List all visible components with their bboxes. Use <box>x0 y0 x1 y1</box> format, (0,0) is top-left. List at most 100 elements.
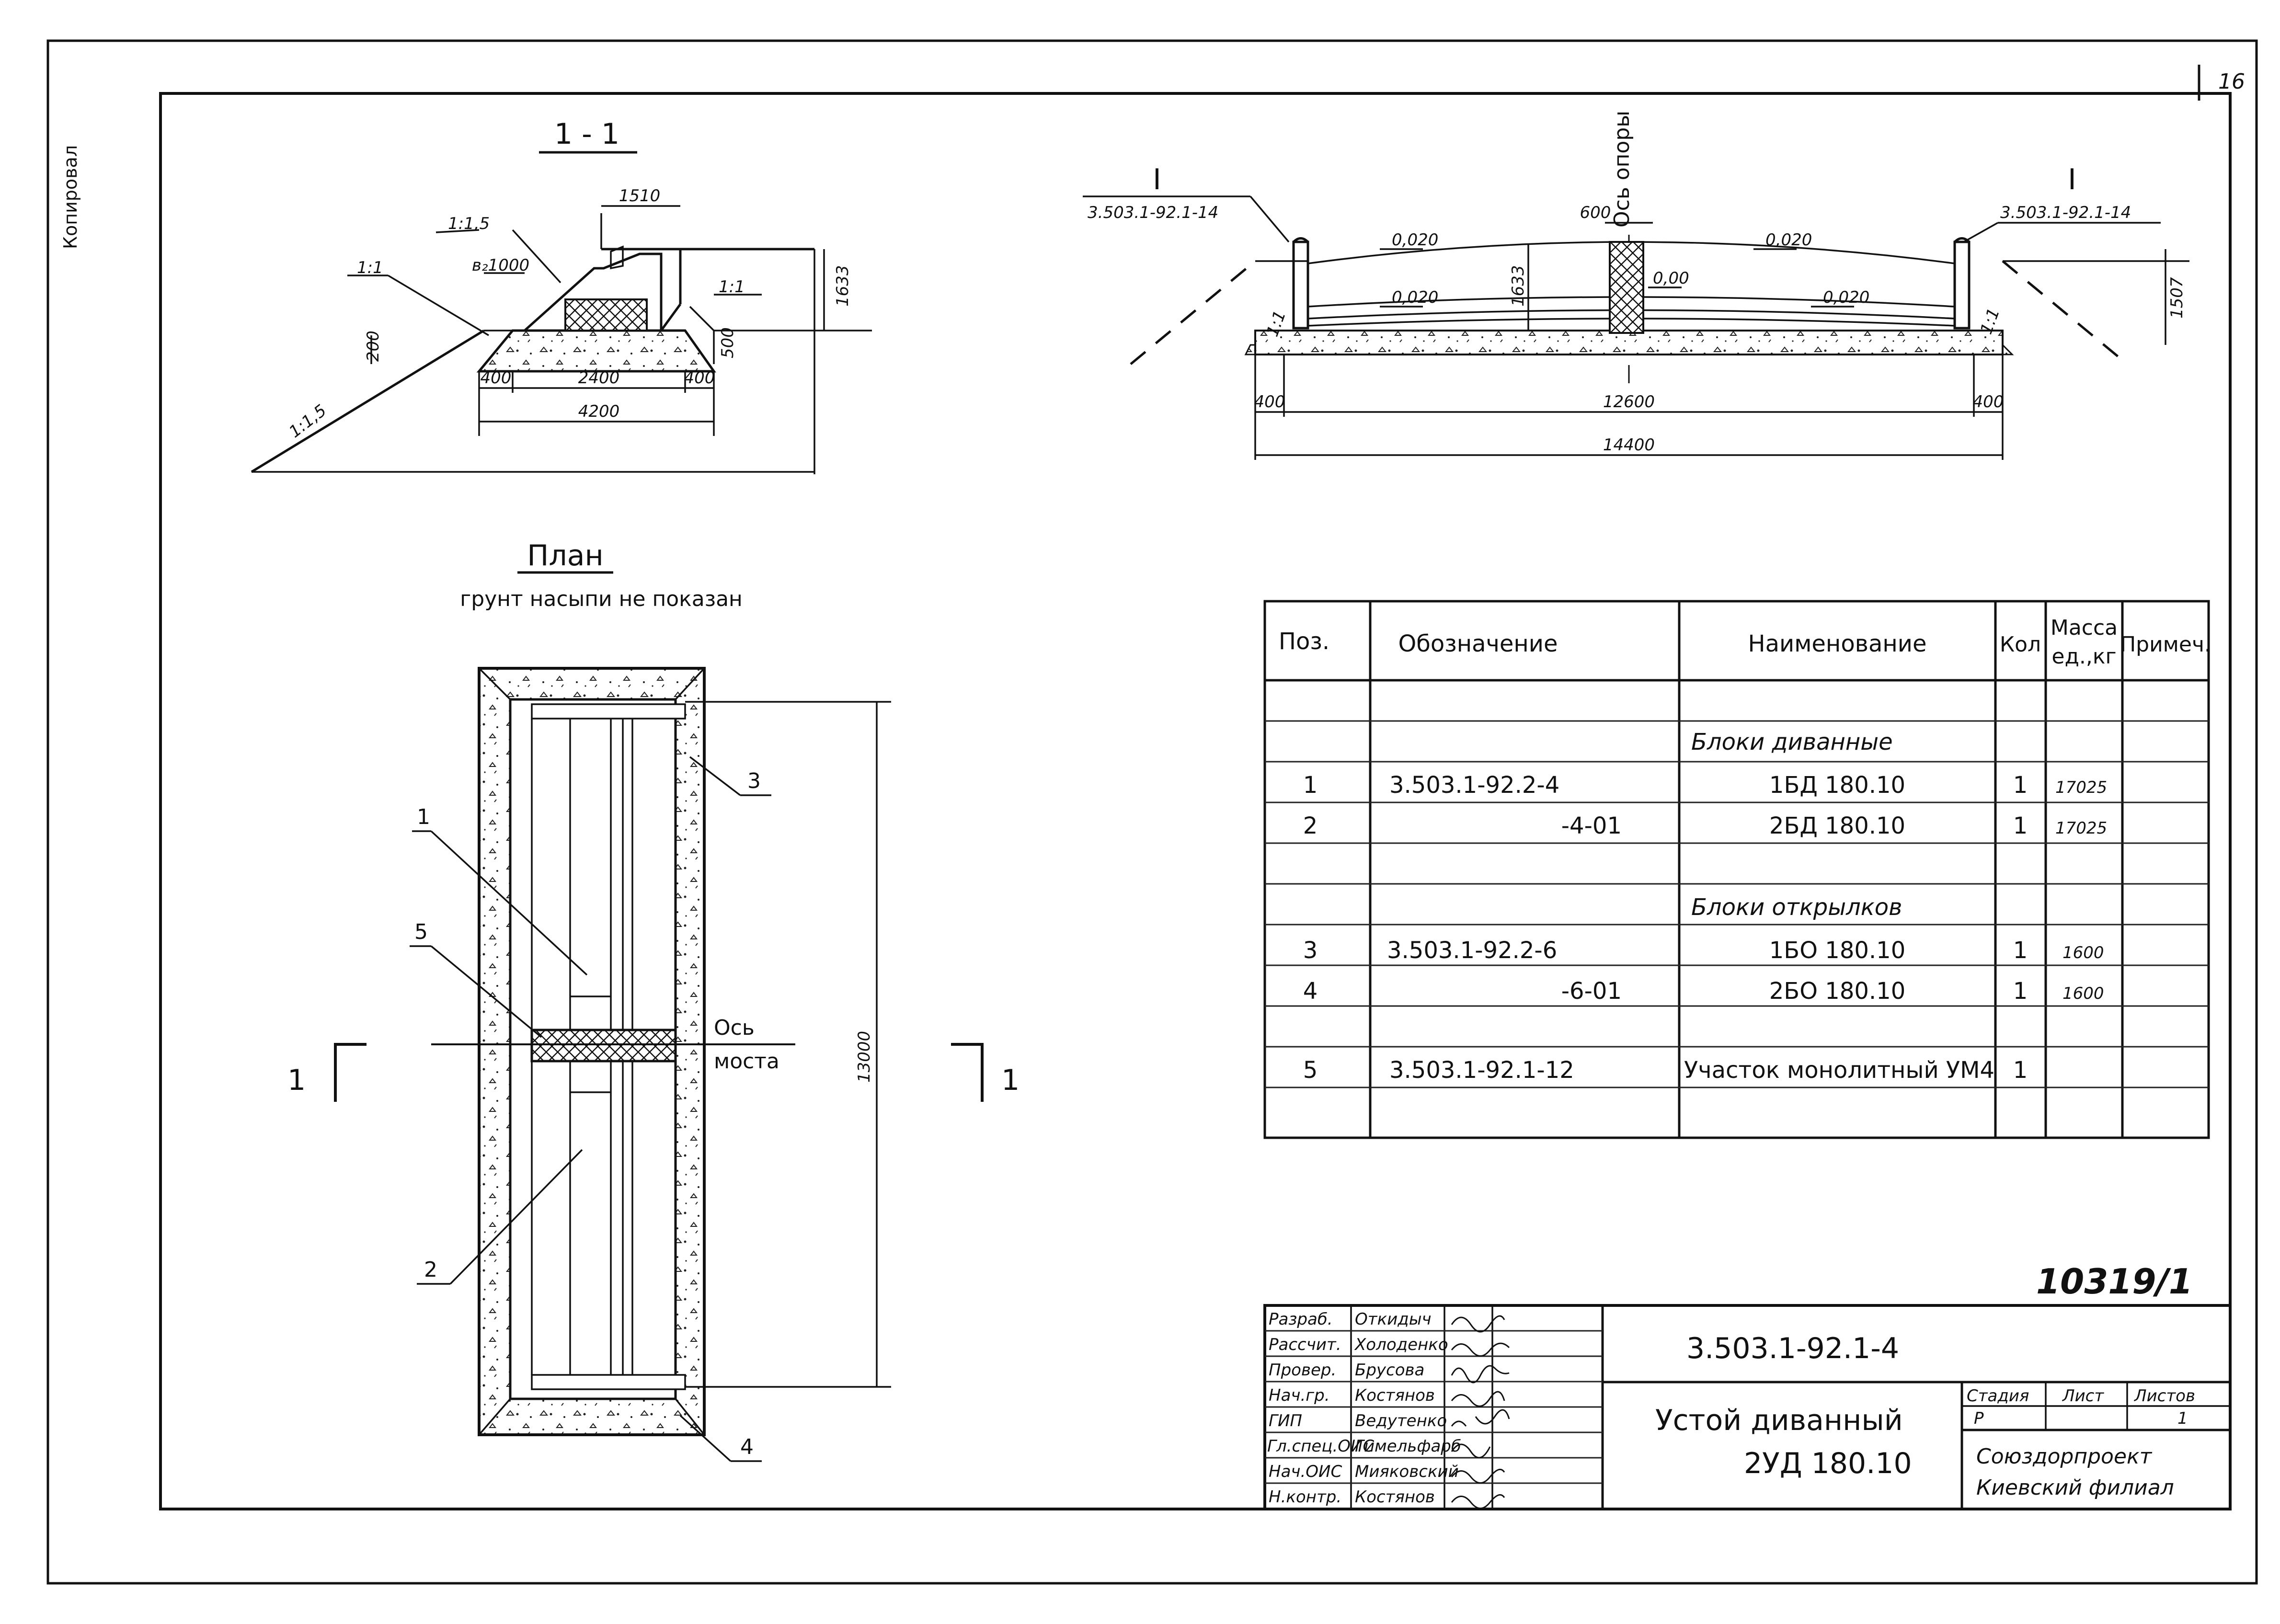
sheets-value: 1 <box>2177 1409 2188 1428</box>
signer-role: Нач.ОИС <box>1269 1462 1342 1481</box>
plan-title: План <box>527 539 603 572</box>
spec-table: Поз. Обозначение Наименование Кол Масса … <box>1263 600 2211 1139</box>
slope-label-1: 1:1,5 <box>448 214 490 233</box>
signer-name: Мияковский <box>1355 1462 1459 1481</box>
signer-name: Костянов <box>1355 1386 1435 1405</box>
doc-code: 3.503.1-92.1-4 <box>1686 1332 1899 1365</box>
header-code: Обозначение <box>1398 630 1558 657</box>
dim-b1000: в₂1000 <box>472 256 529 275</box>
row-pos: 1 <box>1303 772 1318 799</box>
pos-4-label: 4 <box>740 1435 754 1459</box>
pos-2-label: 2 <box>424 1258 437 1282</box>
doc-title-1: Устой диванный <box>1655 1404 1903 1437</box>
dim-200: 200 <box>364 331 383 362</box>
facade-view: I I 3.503.1-92.1-14 3.503.1-92.1-14 Ось … <box>1083 111 2189 460</box>
title-block: Разраб. Откидыч Рассчит. Холоденко Прове… <box>1263 1304 2232 1510</box>
dim-4200: 4200 <box>578 402 620 421</box>
signer-role: Провер. <box>1269 1361 1336 1380</box>
axis-bridge-2: моста <box>714 1049 779 1074</box>
row-name: Блоки открылков <box>1691 894 1902 921</box>
row-code: 3.503.1-92.2-4 <box>1389 772 1559 799</box>
row-code: -6-01 <box>1561 978 1622 1005</box>
header-note: Примеч. <box>2120 632 2211 657</box>
signer-name: Ведутенко <box>1355 1411 1447 1430</box>
sheet-frame <box>46 39 2258 1585</box>
slope-label-left: 1:1,5 <box>286 401 330 442</box>
row-name: 2БД 180.10 <box>1769 812 1905 839</box>
slope-label-right: 1:1 <box>719 277 745 297</box>
signer-role: Гл.спец.ОИС <box>1267 1437 1374 1456</box>
axis-bridge-1: Ось <box>714 1016 755 1040</box>
signer-name: Брусова <box>1355 1361 1424 1380</box>
signer-role: Н.контр. <box>1269 1487 1341 1507</box>
header-pos: Поз. <box>1279 628 1329 655</box>
sheet-number: 16 <box>2218 69 2245 94</box>
dim-14400: 14400 <box>1603 435 1655 455</box>
dim-1633: 1633 <box>833 265 852 307</box>
section-title: 1 - 1 <box>554 117 619 151</box>
row-mass: 17025 <box>2055 778 2107 797</box>
row-name: Участок монолитный УМ4 <box>1684 1057 1994 1084</box>
row-name: 1БД 180.10 <box>1769 772 1905 799</box>
signer-name: Костянов <box>1355 1487 1435 1507</box>
signer-role: Разраб. <box>1269 1310 1333 1329</box>
dim-400-left: 400 <box>481 368 512 388</box>
row-pos: 5 <box>1303 1057 1318 1084</box>
signer-role: Нач.гр. <box>1269 1386 1330 1405</box>
row-name: 2БО 180.10 <box>1769 978 1905 1005</box>
row-code: -4-01 <box>1561 812 1622 839</box>
row-pos: 2 <box>1303 812 1318 839</box>
sheet-label: Лист <box>2062 1386 2104 1406</box>
row-qty: 1 <box>2013 772 2028 799</box>
slope-mid: 0,00 <box>1653 269 1689 288</box>
signer-role: Рассчит. <box>1269 1335 1341 1354</box>
plan-subtitle: грунт насыпи не показан <box>460 587 743 611</box>
axis-support-label: Ось опоры <box>1610 111 1634 228</box>
signer-role: ГИП <box>1269 1411 1302 1430</box>
cut-mark-right: I <box>2068 163 2076 196</box>
signer-name: Гимельфарб <box>1355 1437 1461 1456</box>
cut-mark-left: I <box>1153 163 1161 196</box>
ref-left: 3.503.1-92.1-14 <box>1088 203 1218 222</box>
slope-top-right: 0,020 <box>1765 230 1812 250</box>
row-mass: 17025 <box>2055 819 2107 838</box>
dim-600: 600 <box>1580 203 1611 222</box>
row-qty: 1 <box>2013 1057 2028 1084</box>
cut-1-right: 1 <box>1001 1064 1020 1097</box>
signer-name: Холоденко <box>1354 1335 1448 1354</box>
ref-right: 3.503.1-92.1-14 <box>2000 203 2131 222</box>
dim-400-left-f: 400 <box>1254 392 1285 412</box>
dim-12600: 12600 <box>1603 392 1655 412</box>
header-mass-1: Масса <box>2051 616 2118 640</box>
pos-1-label: 1 <box>417 805 430 829</box>
header-mass-2: ед.,кг <box>2051 644 2116 669</box>
dim-2400: 2400 <box>578 368 620 388</box>
header-name: Наименование <box>1748 630 1926 657</box>
stage-label: Стадия <box>1967 1386 2029 1406</box>
dim-500: 500 <box>718 327 737 358</box>
inventory-number: 10319/1 <box>2036 1261 2193 1302</box>
pos-3-label: 3 <box>747 769 761 793</box>
pos-5-label: 5 <box>414 920 428 944</box>
cut-1-left: 1 <box>287 1064 306 1097</box>
dim-1507: 1507 <box>2167 277 2187 319</box>
dim-1633-facade: 1633 <box>1509 265 1528 307</box>
dim-13000: 13000 <box>855 1031 874 1083</box>
slope-label-mid: 1:1 <box>357 258 383 277</box>
stage-value: Р <box>1974 1409 1984 1428</box>
section-1-1: 1 - 1 400 2400 400 4200 1633 <box>251 117 872 474</box>
row-name: 1БО 180.10 <box>1769 937 1905 964</box>
signatures <box>1451 1315 1510 1509</box>
row-pos: 3 <box>1303 937 1318 964</box>
header-qty: Кол <box>2000 632 2041 657</box>
signer-name: Откидыч <box>1355 1310 1432 1329</box>
slope-bot-left: 0,020 <box>1392 288 1438 307</box>
row-qty: 1 <box>2013 937 2028 964</box>
doc-title-2: 2УД 180.10 <box>1744 1447 1912 1480</box>
row-name: Блоки диванные <box>1691 729 1893 755</box>
dim-400-right: 400 <box>684 368 715 388</box>
sheets-label: Листов <box>2133 1386 2195 1406</box>
dim-400-right-f: 400 <box>1973 392 2004 412</box>
row-pos: 4 <box>1303 978 1318 1005</box>
